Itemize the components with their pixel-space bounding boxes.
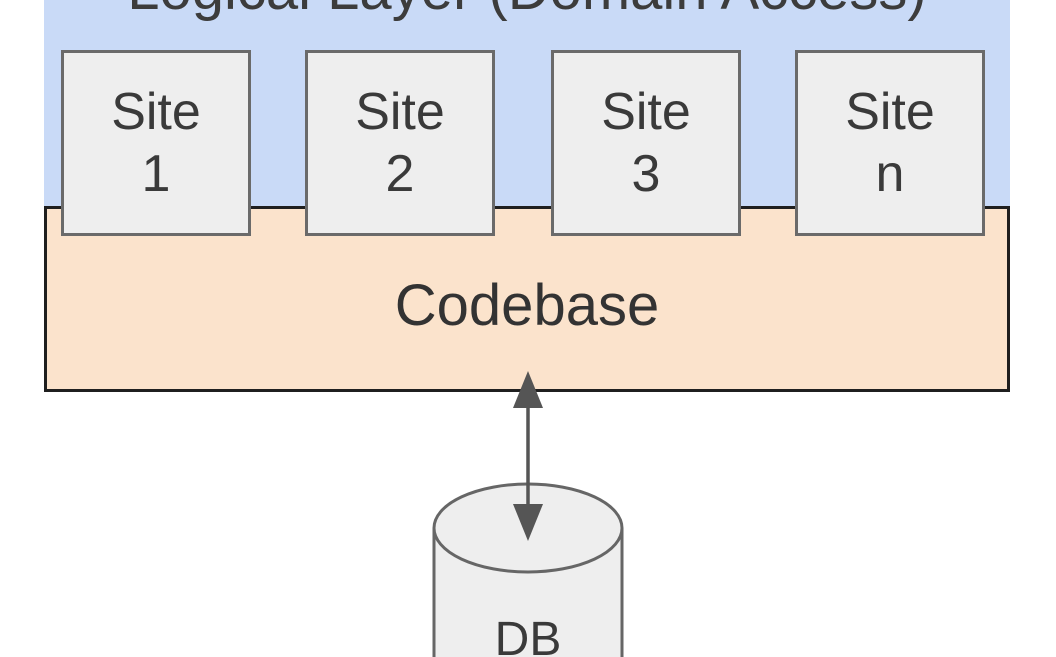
codebase-box: Codebase [44, 206, 1010, 392]
site-2-label: Site [355, 83, 445, 141]
codebase-label: Codebase [394, 273, 660, 338]
site-2-number: 2 [385, 145, 415, 203]
site-1-number: 1 [141, 145, 171, 203]
site-1-label: Site [111, 83, 201, 141]
site-n-number: n [875, 145, 905, 203]
cylinder-database-icon [432, 482, 624, 657]
database-label: DB [494, 613, 562, 657]
double-arrow-icon [513, 371, 543, 541]
site-2-box: Site 2 [305, 50, 495, 236]
site-3-number: 3 [631, 145, 661, 203]
logical-layer-title: Logical Layer (Domain Access) [44, 0, 1010, 20]
site-3-box: Site 3 [551, 50, 741, 236]
site-n-label: Site [845, 83, 935, 141]
site-1-box: Site 1 [61, 50, 251, 236]
site-3-label: Site [601, 83, 691, 141]
site-n-box: Site n [795, 50, 985, 236]
